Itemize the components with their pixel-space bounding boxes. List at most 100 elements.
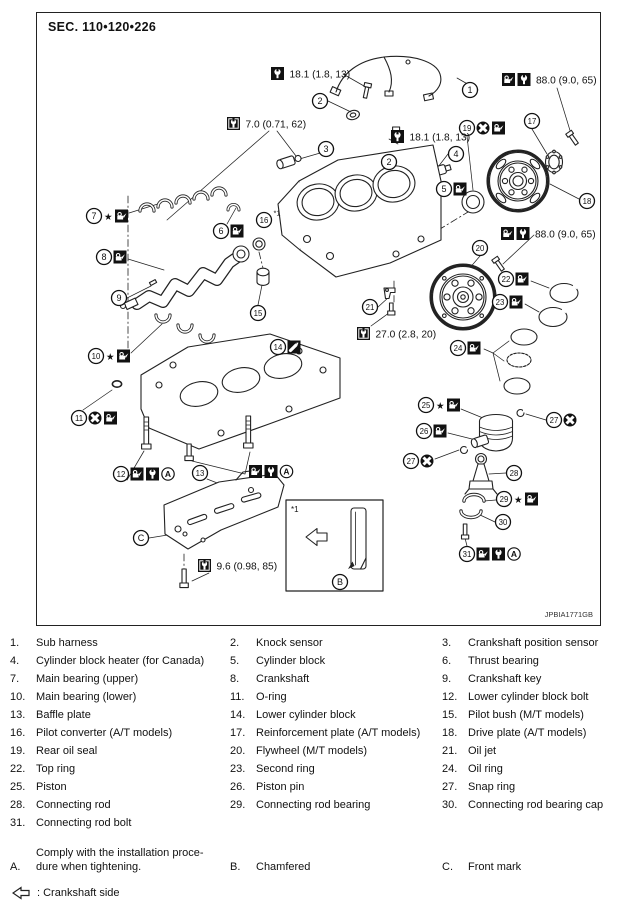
callout-14: 14: [269, 338, 301, 356]
do-not-reuse-icon: [563, 413, 577, 427]
crankshaft-side-label: : Crankshaft side: [37, 887, 120, 899]
oil-icon: [525, 492, 538, 506]
legend-item-label: Connecting rod bearing: [256, 799, 371, 811]
legend-item-number: 6.: [442, 655, 452, 667]
legend-item: 2.Knock sensor: [230, 636, 442, 650]
svg-text:A: A: [283, 467, 289, 477]
legend-item-label: Crankshaft position sensor: [468, 637, 599, 649]
legend-item: 8.Crankshaft: [230, 672, 442, 686]
callout-17: 17: [523, 112, 541, 130]
crankshaft-side-arrow: [305, 527, 328, 547]
callout-30: 30: [494, 513, 512, 531]
svg-text:2: 2: [386, 157, 391, 167]
legend-item-number: 20.: [230, 745, 246, 757]
legend-item-number: 27.: [442, 781, 458, 793]
legend-item-number: 14.: [230, 709, 246, 721]
wrench-icon: [516, 227, 530, 240]
callout-13: 13: [191, 464, 209, 482]
legend-filler: [442, 816, 626, 830]
oil-icon: [447, 398, 460, 412]
torque-wrench-icon: [198, 559, 211, 572]
legend-item: 22.Top ring: [10, 762, 230, 776]
callout-19: 19: [458, 119, 505, 137]
torque-value: 9.6 (0.98, 85): [217, 561, 278, 572]
oil-icon: [492, 121, 505, 135]
legend-item-number: 5.: [230, 655, 240, 667]
legend-item-label: Crankshaft key: [468, 673, 542, 685]
second-ring: [538, 306, 568, 328]
svg-text:12: 12: [117, 470, 126, 479]
do-not-reuse-icon: [88, 411, 102, 425]
legend-item-label: Snap ring: [468, 781, 516, 793]
main-bearings-upper: [138, 186, 228, 213]
legend-item-number: 31.: [10, 817, 26, 829]
legend-item: 3. Crankshaft position sensor: [442, 636, 626, 650]
callout-20: 20: [471, 239, 489, 257]
oil-icon: [230, 224, 244, 238]
drive-plate: [486, 149, 550, 213]
torque-label: 18.1 (1.8, 13): [271, 67, 350, 80]
svg-text:21: 21: [366, 303, 375, 312]
legend-item-label: Cylinder block heater (for Canada): [36, 655, 205, 667]
oil-icon: [501, 227, 514, 240]
legend-note: C.Front mark: [442, 846, 626, 874]
svg-text:14: 14: [274, 343, 283, 352]
callout-16: 16*1: [255, 209, 281, 229]
legend-item-number: 26.: [230, 781, 246, 793]
svg-text:23: 23: [496, 298, 505, 307]
legend-item: 28.Connecting rod: [10, 798, 230, 812]
pilot-bush: [256, 267, 270, 286]
pilot-bush-profile: [350, 507, 367, 570]
lower-block-bolt: [141, 416, 152, 450]
torque-wrench-icon: [357, 327, 370, 340]
legend-item: 19.Rear oil seal: [10, 744, 230, 758]
chamfer-arrowhead: [348, 561, 355, 569]
callout-10: 10★: [87, 347, 130, 365]
svg-text:A: A: [165, 469, 171, 479]
crankshaft-side-note: : Crankshaft side: [12, 886, 120, 900]
svg-text:30: 30: [499, 518, 508, 527]
drive-plate-bolt: [565, 129, 579, 146]
connecting-rod-bearing-cap: [459, 509, 483, 520]
legend-item: 24.Oil ring: [442, 762, 626, 776]
top-ring: [549, 282, 579, 304]
legend-item-label: Connecting rod: [36, 799, 111, 811]
svg-text:24: 24: [454, 344, 463, 353]
legend-item-number: 19.: [10, 745, 26, 757]
legend-item-number: C.: [442, 861, 453, 873]
do-not-reuse-icon: [420, 454, 434, 468]
legend-item: 10.Main bearing (lower): [10, 690, 230, 704]
exploded-diagram: SEC. 110•120•226: [36, 12, 601, 626]
oil-icon: [433, 424, 447, 438]
legend-item-label: Thrust bearing: [468, 655, 539, 667]
legend-item: 20. Flywheel (M/T models): [230, 744, 442, 758]
callout-7: 7★: [85, 207, 128, 225]
legend-item-label: Flywheel (M/T models): [256, 745, 368, 757]
callout-4: 4: [447, 145, 465, 163]
torque-value: 88.0 (9.0, 65): [535, 229, 596, 240]
svg-text:22: 22: [502, 275, 511, 284]
svg-text:4: 4: [453, 149, 458, 159]
legend-item-label: Oil ring: [468, 763, 503, 775]
svg-text:13: 13: [196, 469, 205, 478]
legend-item-label: Drive plate (A/T models): [468, 727, 587, 739]
wrench-icon: [271, 67, 284, 80]
svg-text:31: 31: [463, 550, 472, 559]
svg-text:18: 18: [583, 197, 592, 206]
callout-26: 26: [415, 422, 447, 440]
callout-2: 2: [311, 92, 329, 110]
svg-text:5: 5: [441, 184, 446, 194]
torque-label: 18.1 (1.8, 13): [391, 130, 470, 143]
legend-item-label: Main bearing (upper): [36, 673, 139, 685]
baffle-bolt: [179, 568, 189, 589]
svg-text:10: 10: [92, 352, 101, 361]
svg-text:29: 29: [500, 495, 509, 504]
rear-oil-seal: [461, 190, 485, 214]
legend-item-number: 4.: [10, 655, 20, 667]
legend-item-number: B.: [230, 861, 241, 873]
legend-item-number: 3.: [442, 637, 452, 649]
legend-item: 27. Snap ring: [442, 780, 626, 794]
